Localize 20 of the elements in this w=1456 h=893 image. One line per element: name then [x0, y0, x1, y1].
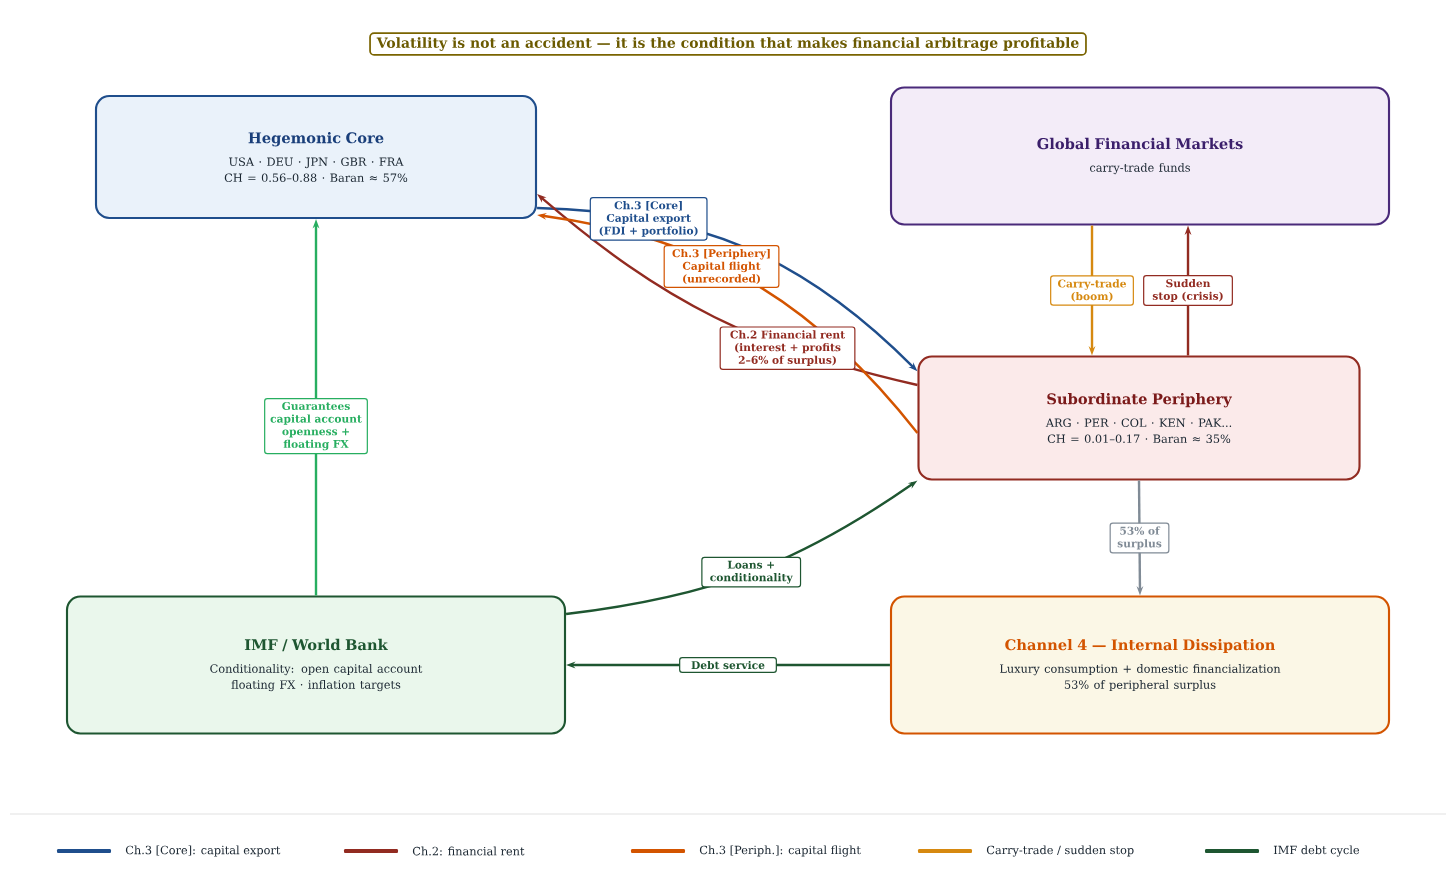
edge-label: 53% of surplus — [1109, 522, 1170, 554]
panel-box: Subordinate Periphery ARG · PER · COL · KEN · PAK... CH = 0.01–0.17 · Baran ≈ 35% — [917, 355, 1361, 481]
edge-label: Ch.3 [Periphery] Capital flight (unrecorded) — [663, 245, 780, 289]
legend-label: Ch.2: financial rent — [412, 846, 525, 856]
legend-label: Ch.3 [Periph.]: capital flight — [699, 845, 861, 857]
edge-label: Ch.3 [Core] Capital export (FDI + portfolio) — [589, 197, 708, 241]
edge-label: Ch.2 Financial rent (interest + profits 2–6% of surplus) — [719, 326, 856, 370]
edge-label: Guarantees capital account openness + floating FX — [264, 398, 368, 455]
legend-label: Ch.3 [Core]: capital export — [125, 845, 281, 857]
panel-box: Global Financial Markets carry-trade funds — [889, 86, 1391, 226]
edge-label: Loans + conditionality — [701, 556, 802, 588]
edge-label: Sudden stop (crisis) — [1143, 275, 1233, 306]
panel-box: Channel 4 — Internal Dissipation Luxury consumption + domestic financialization 53% of peripheral surplus — [889, 595, 1391, 735]
edge-label: Carry-trade (boom) — [1050, 275, 1134, 306]
panel-box: Hegemonic Core USA · DEU · JPN · GBR · FRA CH = 0.56–0.88 · Baran ≈ 57% — [94, 94, 538, 220]
panel-box: IMF / World Bank Conditionality: open capital account floating FX · inflation targets — [65, 595, 567, 735]
legend-label: Carry-trade / sudden stop — [986, 845, 1134, 857]
legend-label: IMF debt cycle — [1273, 845, 1360, 857]
edge-label: Debt service — [679, 656, 777, 674]
title-box: Volatility is not an accident — it is the condition that makes financial arbitrage profitable — [369, 32, 1087, 56]
